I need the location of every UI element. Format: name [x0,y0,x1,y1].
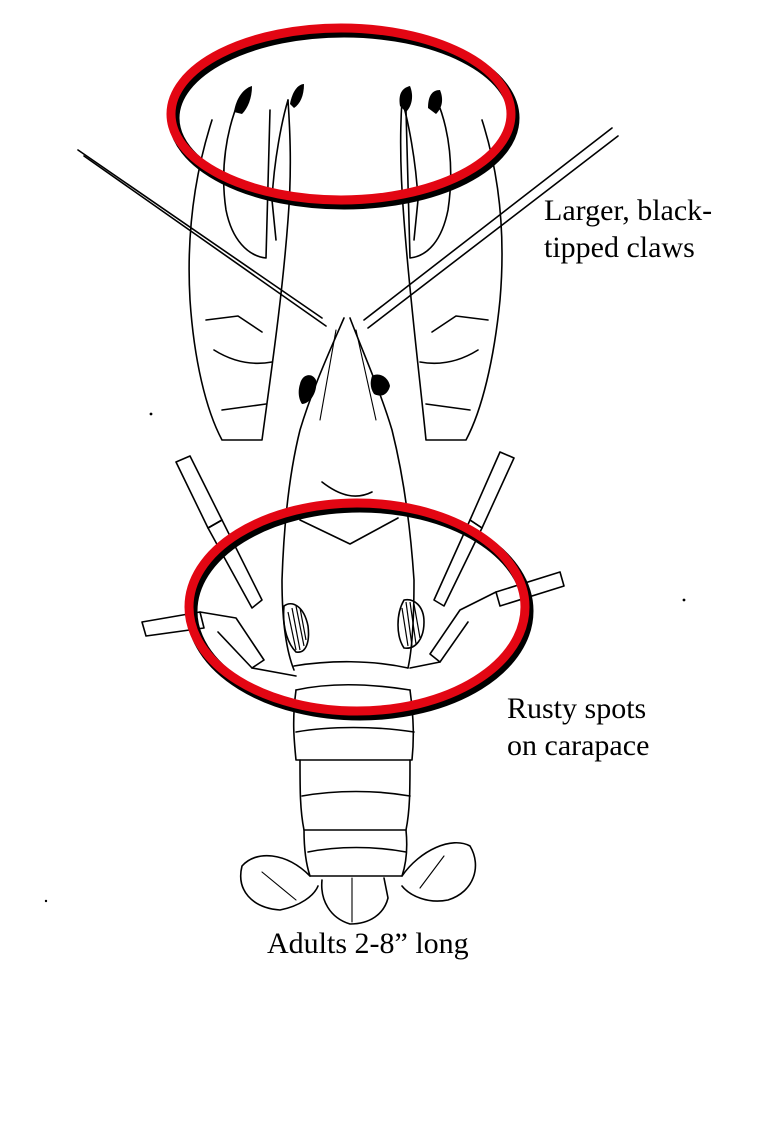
left-claw [188,84,304,441]
left-inner-claw-tip [290,84,304,108]
claws-annotation: Larger, black- tipped claws [544,192,712,266]
claw-highlight-ring [166,23,520,210]
abdomen [292,689,415,877]
right-rusty-spot [397,598,425,649]
spots-annotation: Rusty spots on carapace [507,690,649,764]
left-outer-claw-tip [234,86,252,114]
spots-annotation-line1: Rusty spots [507,692,647,725]
walking-legs [141,451,565,677]
right-inner-claw-tip [399,86,413,112]
right-eye [370,374,390,396]
size-annotation-text: Adults 2-8” long [267,927,469,960]
spots-annotation-line2: on carapace [507,729,650,762]
carapace-highlight-ring [184,498,534,721]
tail-fan [240,841,477,925]
right-claw [399,86,503,441]
left-rusty-spot [282,602,310,653]
crayfish-antennae [77,127,619,329]
claws-annotation-line1: Larger, black- [544,194,713,227]
carapace [281,317,425,691]
claws-annotation-line2: tipped claws [544,231,695,264]
right-outer-claw-tip [428,90,443,114]
size-annotation: Adults 2-8” long [267,925,469,962]
